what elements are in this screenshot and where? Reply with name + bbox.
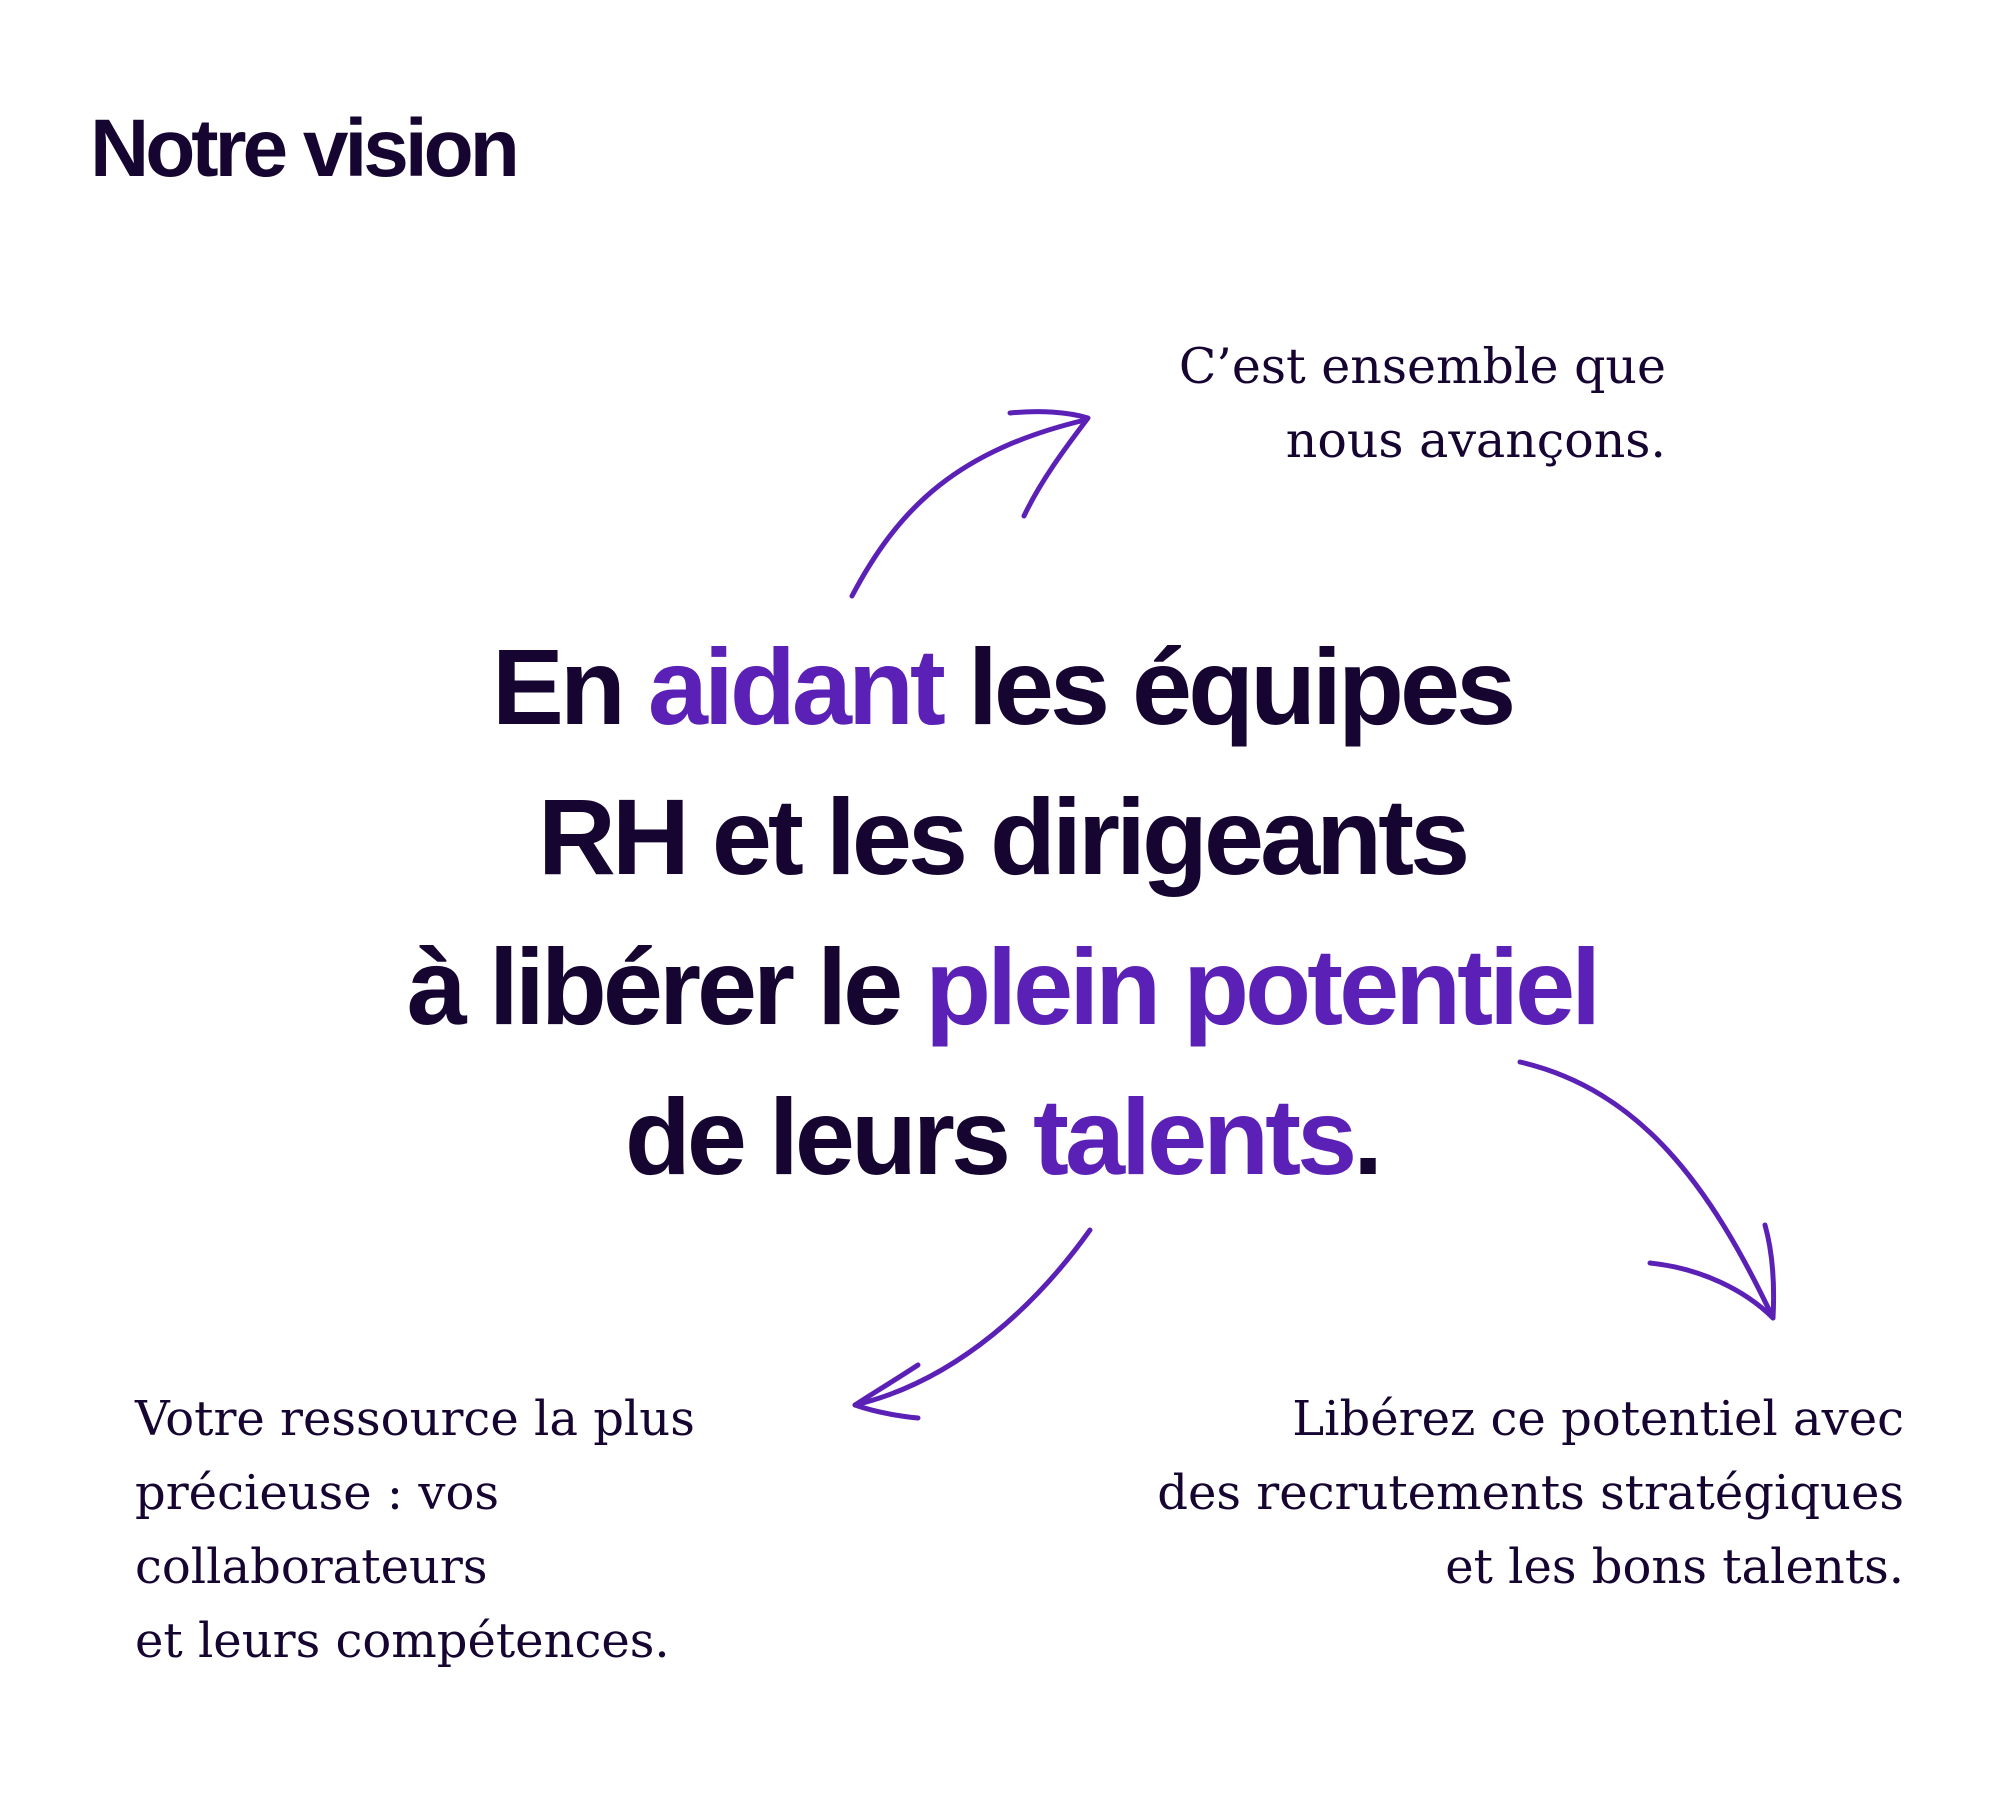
note-line: et les bons talents. — [1445, 1539, 1904, 1595]
headline-text: . — [1353, 1076, 1383, 1197]
note-together: C’est ensemble que nous avançons. — [1179, 330, 1666, 478]
note-resource: Votre ressource la plus précieuse : vos … — [135, 1382, 695, 1678]
headline-text: à libérer le — [406, 926, 926, 1047]
headline-accent-talents: talents — [1033, 1076, 1357, 1197]
arrow-top-icon — [849, 409, 1091, 599]
note-line: Libérez ce potentiel avec — [1292, 1391, 1904, 1447]
headline-text: En — [491, 626, 648, 747]
page-title: Notre vision — [90, 103, 520, 194]
note-line: C’est ensemble que — [1178, 338, 1666, 395]
headline-line-3: à libérer le plein potentiel — [0, 912, 2004, 1062]
note-line: et leurs compétences. — [135, 1613, 670, 1669]
note-line: collaborateurs — [135, 1539, 488, 1595]
note-line: précieuse : vos — [135, 1465, 500, 1521]
headline-accent-aidant: aidant — [647, 626, 946, 747]
note-recruitment: Libérez ce potentiel avec des recrutemen… — [1157, 1382, 1904, 1604]
note-line: des recrutements stratégiques — [1157, 1465, 1904, 1521]
headline-text: de leurs — [624, 1076, 1034, 1197]
note-line: nous avançons. — [1285, 412, 1666, 469]
headline-line-1: En aidant les équipes — [0, 612, 2004, 762]
note-line: Votre ressource la plus — [135, 1391, 695, 1447]
headline-text: les équipes — [941, 626, 1516, 747]
headline-accent-plein-potentiel: plein potentiel — [925, 926, 1601, 1047]
arrow-left-icon — [852, 1227, 1093, 1421]
headline-line-4: de leurs talents. — [0, 1062, 2004, 1212]
vision-headline: En aidant les équipes RH et les dirigean… — [0, 612, 2004, 1212]
headline-line-2: RH et les dirigeants — [537, 776, 1470, 897]
